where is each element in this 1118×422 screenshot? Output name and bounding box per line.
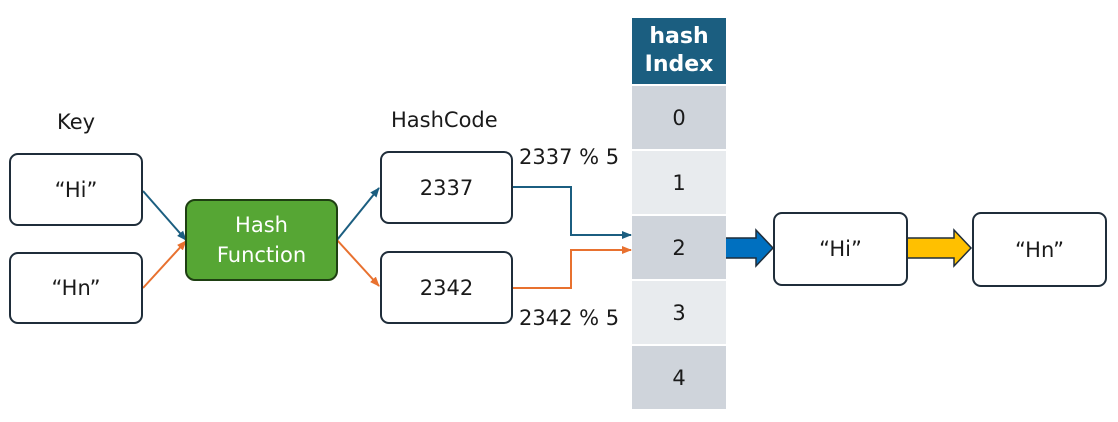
hash-function-label-line1: Hash	[235, 213, 288, 237]
chain-node-hn: “Hn”	[972, 212, 1107, 287]
hash-function-label-line2: Function	[216, 243, 307, 267]
hashcode-box-2337: 2337	[380, 151, 513, 224]
table-cell-3: 3	[632, 281, 726, 344]
2342-to-index-arrow	[512, 246, 632, 289]
table-cell-0: 0	[632, 86, 726, 149]
key-box-hi: “Hi”	[9, 153, 143, 226]
table-header: hash Index	[632, 18, 726, 84]
table-cell-4: 4	[632, 346, 726, 409]
hashcode-heading: HashCode	[391, 108, 498, 132]
table-cell-2: 2	[632, 216, 726, 279]
table-cell-1: 1	[632, 151, 726, 214]
key-hi-to-hash-arrow	[142, 190, 187, 241]
hash-function-box: Hash Function	[185, 199, 338, 281]
2337-to-index-arrow	[512, 186, 632, 239]
key-hn-to-hash-arrow	[142, 240, 187, 289]
hash-index-table: hash Index 0 1 2 3 4	[632, 18, 726, 409]
key-box-hn: “Hn”	[9, 252, 143, 324]
key-heading: Key	[57, 110, 96, 134]
hash-to-2337-arrow	[336, 187, 380, 241]
table-header-line2: Index	[644, 52, 714, 77]
hash-to-2342-arrow	[336, 239, 380, 287]
hi-to-hn-block-arrow	[906, 228, 973, 268]
chain-node-hi: “Hi”	[773, 212, 908, 286]
mod-expression-bottom: 2342 % 5	[519, 306, 620, 330]
table-header-line1: hash	[649, 24, 709, 49]
hashcode-box-2342: 2342	[380, 251, 513, 324]
mod-expression-top: 2337 % 5	[519, 145, 620, 169]
